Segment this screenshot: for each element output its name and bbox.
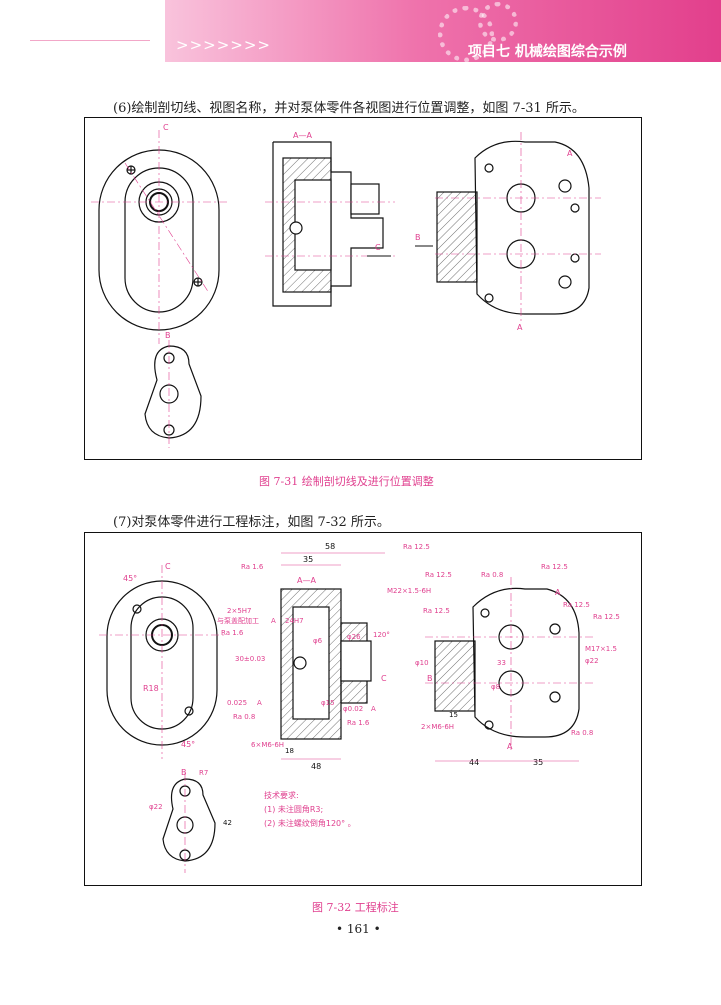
dim-d33: 33 [497, 659, 506, 667]
dim-tol2-ref: A [371, 705, 376, 713]
gear-icon [478, 2, 518, 42]
dim-d22b: φ22 [585, 657, 599, 665]
dim-angle45b: 45° [181, 740, 195, 749]
dim-angle45: 45° [123, 574, 137, 583]
figure-7-31-drawing: C A—A C B A A B [91, 123, 601, 448]
dim-ra125e: Ra 12.5 [593, 613, 620, 621]
page-header: >>>>>>> 项目七 机械绘图综合示例 [0, 0, 721, 62]
dim-b: B [181, 768, 187, 777]
dim-m5: 2×M6-6H [421, 723, 454, 731]
figure-7-32: 45° C R18 45° 58 35 A—A Ra 1.6 Ra 12.5 2… [84, 532, 642, 886]
dim-ra125d: Ra 12.5 [563, 601, 590, 609]
dim-58: 58 [325, 542, 335, 551]
dim-d10: φ10 [415, 659, 429, 667]
header-arrows: >>>>>>> [176, 36, 271, 54]
dim-d22: φ22 [149, 803, 163, 811]
dim-d35b: 35 [533, 758, 543, 767]
figure-7-32-drawing: 45° C R18 45° 58 35 A—A Ra 1.6 Ra 12.5 2… [99, 542, 620, 873]
pump-body-outline [98, 149, 220, 331]
chapter-title: 项目七 机械绘图综合示例 [468, 44, 627, 60]
dim-d8: φ8 [491, 683, 500, 691]
dim-ra16b: Ra 1.6 [221, 629, 244, 637]
note-1: (1) 未注圆角R3; [264, 805, 324, 814]
dim-d30: 30±0.03 [235, 655, 265, 663]
dim-d44: 44 [469, 758, 479, 767]
dim-ra16a: Ra 1.6 [241, 563, 264, 571]
label-c: C [163, 123, 169, 132]
dim-r18: R18 [143, 684, 159, 693]
notes-title: 技术要求: [264, 791, 299, 800]
dim-ra08a: Ra 0.8 [481, 571, 503, 579]
dim-tol1-ref: A [257, 699, 262, 707]
figure-7-32-caption: 图 7-32 工程标注 [312, 901, 399, 914]
dim-a-box: A [271, 617, 276, 625]
dim-c2: C [381, 674, 387, 683]
dim-ra125c: Ra 12.5 [541, 563, 568, 571]
dim-r7: R7 [199, 769, 208, 777]
dim-d42: 42 [223, 819, 232, 827]
paragraph-step-6: (6)绘制剖切线、视图名称，并对泵体零件各视图进行位置调整，如图 7-31 所示… [113, 101, 585, 116]
dim-ra08b: Ra 0.8 [233, 713, 255, 721]
paragraph-step-7: (7)对泵体零件进行工程标注，如图 7-32 所示。 [113, 515, 390, 530]
dim-d18: 18 [285, 747, 294, 755]
dim-d24: 24H7 [285, 617, 304, 625]
dim-aa: A—A [297, 576, 316, 585]
dim-a-top: A [555, 588, 561, 597]
dim-d6: φ6 [313, 637, 323, 645]
label-a-top: A [567, 149, 573, 158]
dim-ra125b: Ra 12.5 [425, 571, 452, 579]
figure-7-31: C A—A C B A A B [84, 117, 642, 460]
dim-ra08c: Ra 0.8 [571, 729, 593, 737]
dim-b2: B [427, 674, 433, 683]
dim-ra125f: Ra 12.5 [423, 607, 450, 615]
dim-c: C [165, 562, 171, 571]
dim-a-bot: A [507, 742, 513, 751]
dim-match: 与泵盖配加工 [217, 616, 259, 625]
label-b-view: B [165, 331, 171, 340]
label-c2: C [375, 243, 381, 252]
figure-7-31-caption: 图 7-31 绘制剖切线及进行位置调整 [259, 475, 434, 488]
dim-ra125a: Ra 12.5 [403, 543, 430, 551]
dim-d15: φ15 [321, 699, 335, 707]
dim-tol2: φ0.02 [343, 705, 363, 713]
technical-notes: 技术要求: (1) 未注圆角R3; (2) 未注螺纹倒角120° 。 [264, 789, 356, 831]
dim-m17: M17×1.5 [585, 645, 617, 653]
dim-holes: 2×5H7 [227, 607, 252, 615]
label-b: B [415, 233, 421, 242]
dim-m6: 6×M6-6H [251, 741, 284, 749]
page-number: • 161 • [336, 922, 381, 936]
label-a-bottom: A [517, 323, 523, 332]
dim-d15b: 15 [449, 711, 458, 719]
dim-d26: φ26 [347, 633, 361, 641]
note-2: (2) 未注螺纹倒角120° 。 [264, 819, 356, 828]
header-left-band [0, 0, 165, 62]
dim-ra16c: Ra 1.6 [347, 719, 370, 727]
dim-tol1: 0.025 [227, 699, 247, 707]
dim-35: 35 [303, 555, 313, 564]
label-aa: A—A [293, 131, 312, 140]
dim-d120: 120° [373, 631, 390, 639]
dim-m22: M22×1.5-6H [387, 587, 431, 595]
dim-d48: 48 [311, 762, 321, 771]
